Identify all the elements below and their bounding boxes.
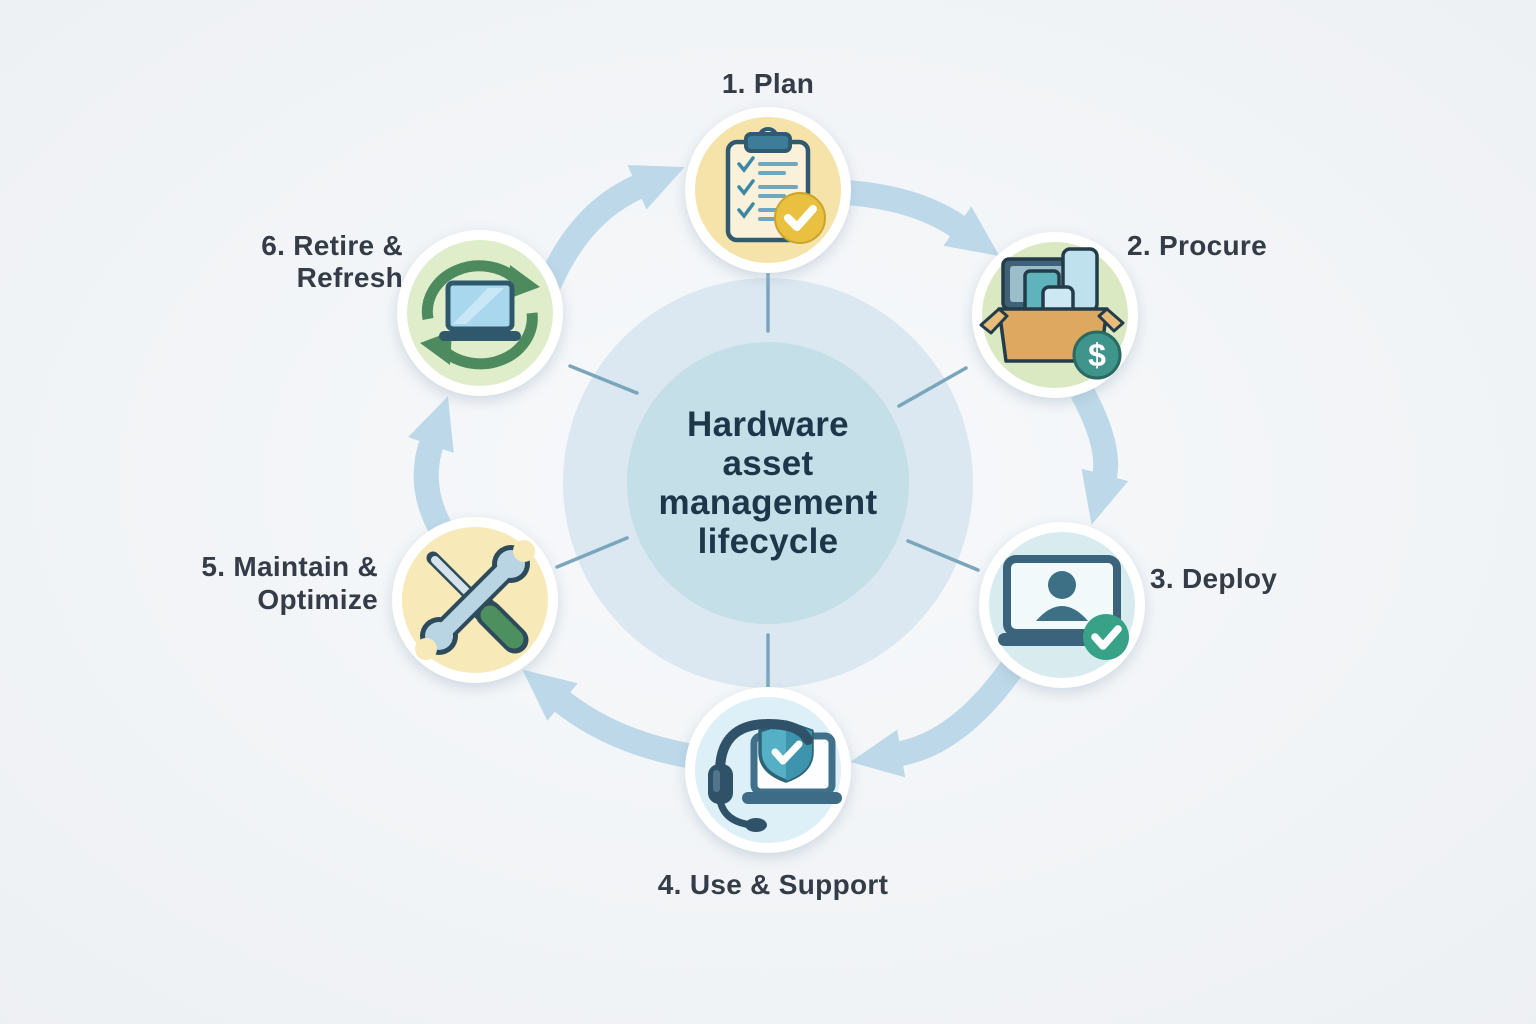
node-procure: $	[972, 232, 1138, 398]
node-label-maintain-line2: Optimize	[257, 584, 378, 615]
node-label-deploy-text: 3. Deploy	[1150, 563, 1278, 594]
node-label-maintain-line1: 5. Maintain &	[201, 551, 378, 582]
node-label-retire-line2: Refresh	[296, 262, 403, 293]
arrow-deploy-to-use	[850, 660, 1023, 778]
laptop-user-check-icon	[998, 555, 1129, 660]
headset-shield-laptop-icon	[708, 718, 842, 832]
node-label-plan-text: 1. Plan	[721, 68, 815, 99]
dollar-badge-icon	[1072, 330, 1122, 380]
dollar-sign: $	[1088, 337, 1106, 373]
node-retire	[397, 230, 563, 396]
node-maintain	[392, 517, 558, 683]
spoke-retire	[568, 364, 639, 395]
arrow-procure-to-deploy	[1070, 386, 1129, 525]
clipboard-checklist-icon	[725, 127, 826, 244]
node-label-deploy: 3. Deploy	[1150, 563, 1277, 595]
device-box-dollar-icon: $	[979, 247, 1125, 380]
node-plan	[685, 107, 851, 273]
node-label-retire-line1: 6. Retire &	[261, 230, 403, 261]
node-deploy	[979, 522, 1145, 688]
wrench-screwdriver-icon	[415, 540, 535, 660]
spoke-procure	[897, 366, 968, 408]
diagram-title-line2: asset	[722, 444, 814, 483]
node-label-use-support-text: 4. Use & Support	[657, 869, 889, 900]
spoke-deploy	[906, 539, 980, 572]
node-label-plan: 1. Plan	[722, 68, 814, 100]
laptop-recycle-icon	[420, 260, 540, 370]
node-label-procure-text: 2. Procure	[1127, 230, 1267, 261]
node-use-support	[685, 687, 851, 853]
arrow-plan-to-procure	[837, 179, 1000, 257]
node-label-maintain: 5. Maintain & Optimize	[201, 550, 378, 616]
diagram-title-line1: Hardware	[687, 405, 849, 444]
node-label-procure: 2. Procure	[1127, 230, 1267, 262]
center-circle	[563, 278, 973, 688]
diagram-title-line4: lifecycle	[697, 522, 839, 561]
diagram-title: Hardware asset management lifecycle	[659, 405, 878, 561]
spoke-maintain	[555, 536, 629, 569]
node-label-use-support: 4. Use & Support	[658, 869, 888, 901]
diagram-title-line3: management	[658, 483, 878, 522]
node-label-retire: 6. Retire & Refresh	[261, 230, 403, 294]
arrow-maintain-to-retire	[408, 396, 455, 541]
arrow-use-to-maintain	[522, 669, 693, 769]
